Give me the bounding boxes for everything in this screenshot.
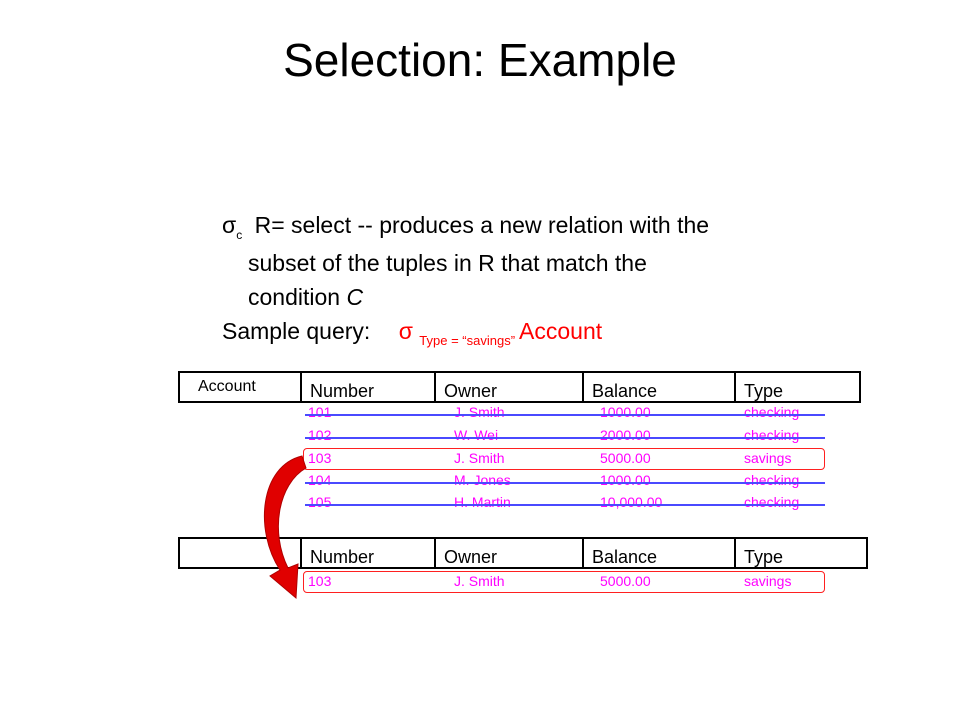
column-header-balance: Balance (582, 373, 734, 401)
cell-number: 103 (308, 450, 332, 466)
table-row: 102 W. Wei 2000.00 checking (308, 427, 828, 445)
table-row: 105 H. Martin 10,000.00 checking (308, 494, 828, 512)
cell-balance: 10,000.00 (600, 494, 663, 510)
column-header-number: Number (300, 373, 434, 401)
cell-type: checking (744, 472, 800, 488)
query-expression: σ Type = “savings”Account (398, 318, 603, 348)
cell-number: 103 (308, 573, 332, 589)
column-header-number: Number (300, 539, 434, 567)
cell-balance: 2000.00 (600, 427, 651, 443)
query-sigma: σ (398, 318, 413, 344)
strike-line (305, 482, 825, 484)
cell-number: 101 (308, 404, 332, 420)
definition-line-2: subset of the tuples in R that match the (248, 250, 647, 276)
result-row: 103 J. Smith 5000.00 savings (308, 573, 828, 591)
cell-owner: W. Wei (454, 427, 499, 443)
strike-line (305, 414, 825, 416)
result-table-header: Number Owner Balance Type (178, 537, 868, 569)
definition-line-3: condition C (222, 280, 842, 314)
matching-row-highlight (303, 448, 825, 470)
cell-balance: 5000.00 (600, 450, 651, 466)
sample-query-label: Sample query: (222, 318, 371, 344)
strike-line (305, 437, 825, 439)
cell-balance: 1000.00 (600, 472, 651, 488)
cell-owner: H. Martin (454, 494, 511, 510)
column-header-owner: Owner (434, 373, 582, 401)
column-header-owner: Owner (434, 539, 582, 567)
table-row: 104 M. Jones 1000.00 checking (308, 472, 828, 490)
definition-text-3: condition (248, 284, 347, 310)
cell-type: savings (744, 450, 792, 466)
selection-definition: σc R= select -- produces a new relation … (222, 208, 842, 314)
cell-number: 102 (308, 427, 332, 443)
cell-type: checking (744, 494, 800, 510)
sigma-subscript: c (236, 228, 243, 242)
result-row-highlight (303, 571, 825, 593)
column-header-type: Type (734, 539, 866, 567)
table-row: 101 J. Smith 1000.00 checking (308, 404, 828, 422)
selection-arrow-icon (263, 455, 307, 600)
account-table-header: Account Number Owner Balance Type (178, 371, 861, 403)
table-row-selected: 103 J. Smith 5000.00 savings (308, 450, 828, 468)
cell-number: 104 (308, 472, 332, 488)
strike-line (305, 504, 825, 506)
cell-owner: J. Smith (454, 404, 505, 420)
sample-query: Sample query: σ Type = “savings”Account (222, 318, 603, 348)
slide-title: Selection: Example (283, 34, 677, 86)
column-header-balance: Balance (582, 539, 734, 567)
query-condition: Type = “savings” (419, 333, 516, 348)
cell-type: checking (744, 404, 800, 420)
definition-text-1: R= select -- produces a new relation wit… (248, 212, 710, 238)
condition-symbol: C (346, 284, 364, 310)
cell-type: savings (744, 573, 792, 589)
definition-line-1: σc R= select -- produces a new relation … (222, 208, 842, 246)
cell-type: checking (744, 427, 800, 443)
query-relation: Account (519, 318, 603, 344)
cell-number: 105 (308, 494, 332, 510)
column-header-type: Type (734, 373, 859, 401)
cell-owner: J. Smith (454, 573, 505, 589)
cell-balance: 5000.00 (600, 573, 651, 589)
sigma-symbol: σ (222, 212, 237, 238)
cell-owner: J. Smith (454, 450, 505, 466)
cell-owner: M. Jones (454, 472, 511, 488)
account-table-name: Account (198, 378, 256, 395)
cell-balance: 1000.00 (600, 404, 651, 420)
